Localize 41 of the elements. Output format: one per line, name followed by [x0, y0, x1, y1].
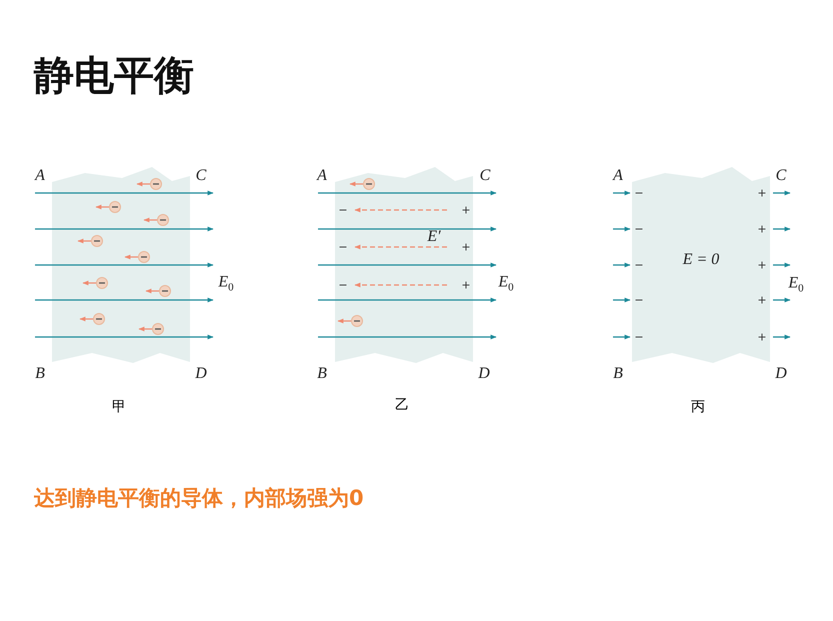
charge-sign: −: [634, 294, 644, 306]
charge-sign: −: [634, 260, 644, 270]
conductor-slab: [335, 167, 473, 363]
field-label: E′: [427, 229, 441, 245]
point-label: A: [317, 168, 327, 184]
field-label: E = 0: [682, 252, 720, 268]
point-label: B: [35, 366, 45, 382]
charge-sign: +: [757, 332, 767, 342]
charge-sign: +: [757, 224, 767, 234]
point-label: A: [613, 168, 623, 184]
point-label: C: [776, 168, 786, 184]
charge-sign: −: [338, 242, 348, 252]
field-label: E$_{0}$: [498, 274, 514, 294]
point-label: B: [317, 366, 327, 382]
point-label: A: [35, 168, 45, 184]
charge-sign: −: [634, 224, 644, 234]
field-label: E$_{0}$: [788, 275, 804, 295]
charge-sign: +: [461, 204, 471, 216]
charge-sign: +: [757, 260, 767, 270]
charge-sign: +: [461, 280, 471, 290]
charge-sign: −: [634, 188, 644, 198]
charge-sign: +: [757, 294, 767, 306]
point-label: D: [478, 366, 490, 382]
panel-caption: 乙: [395, 398, 409, 412]
panel-caption: 甲: [112, 400, 126, 414]
point-label: B: [613, 366, 623, 382]
conductor-slab: [632, 167, 770, 363]
point-label: D: [195, 366, 207, 382]
panel-caption: 丙: [691, 400, 705, 414]
charge-sign: −: [338, 204, 348, 216]
point-label: C: [480, 168, 490, 184]
point-label: D: [775, 366, 787, 382]
caption: 达到静电平衡的导体，内部场强为0: [34, 485, 364, 512]
charge-sign: −: [634, 332, 644, 342]
point-label: C: [196, 168, 206, 184]
charge-sign: −: [338, 280, 348, 290]
charge-sign: +: [461, 242, 471, 252]
title: 静电平衡: [34, 52, 194, 101]
field-label: E$_{0}$: [218, 274, 234, 294]
charge-sign: +: [757, 188, 767, 198]
conductor-slab: [52, 167, 190, 363]
